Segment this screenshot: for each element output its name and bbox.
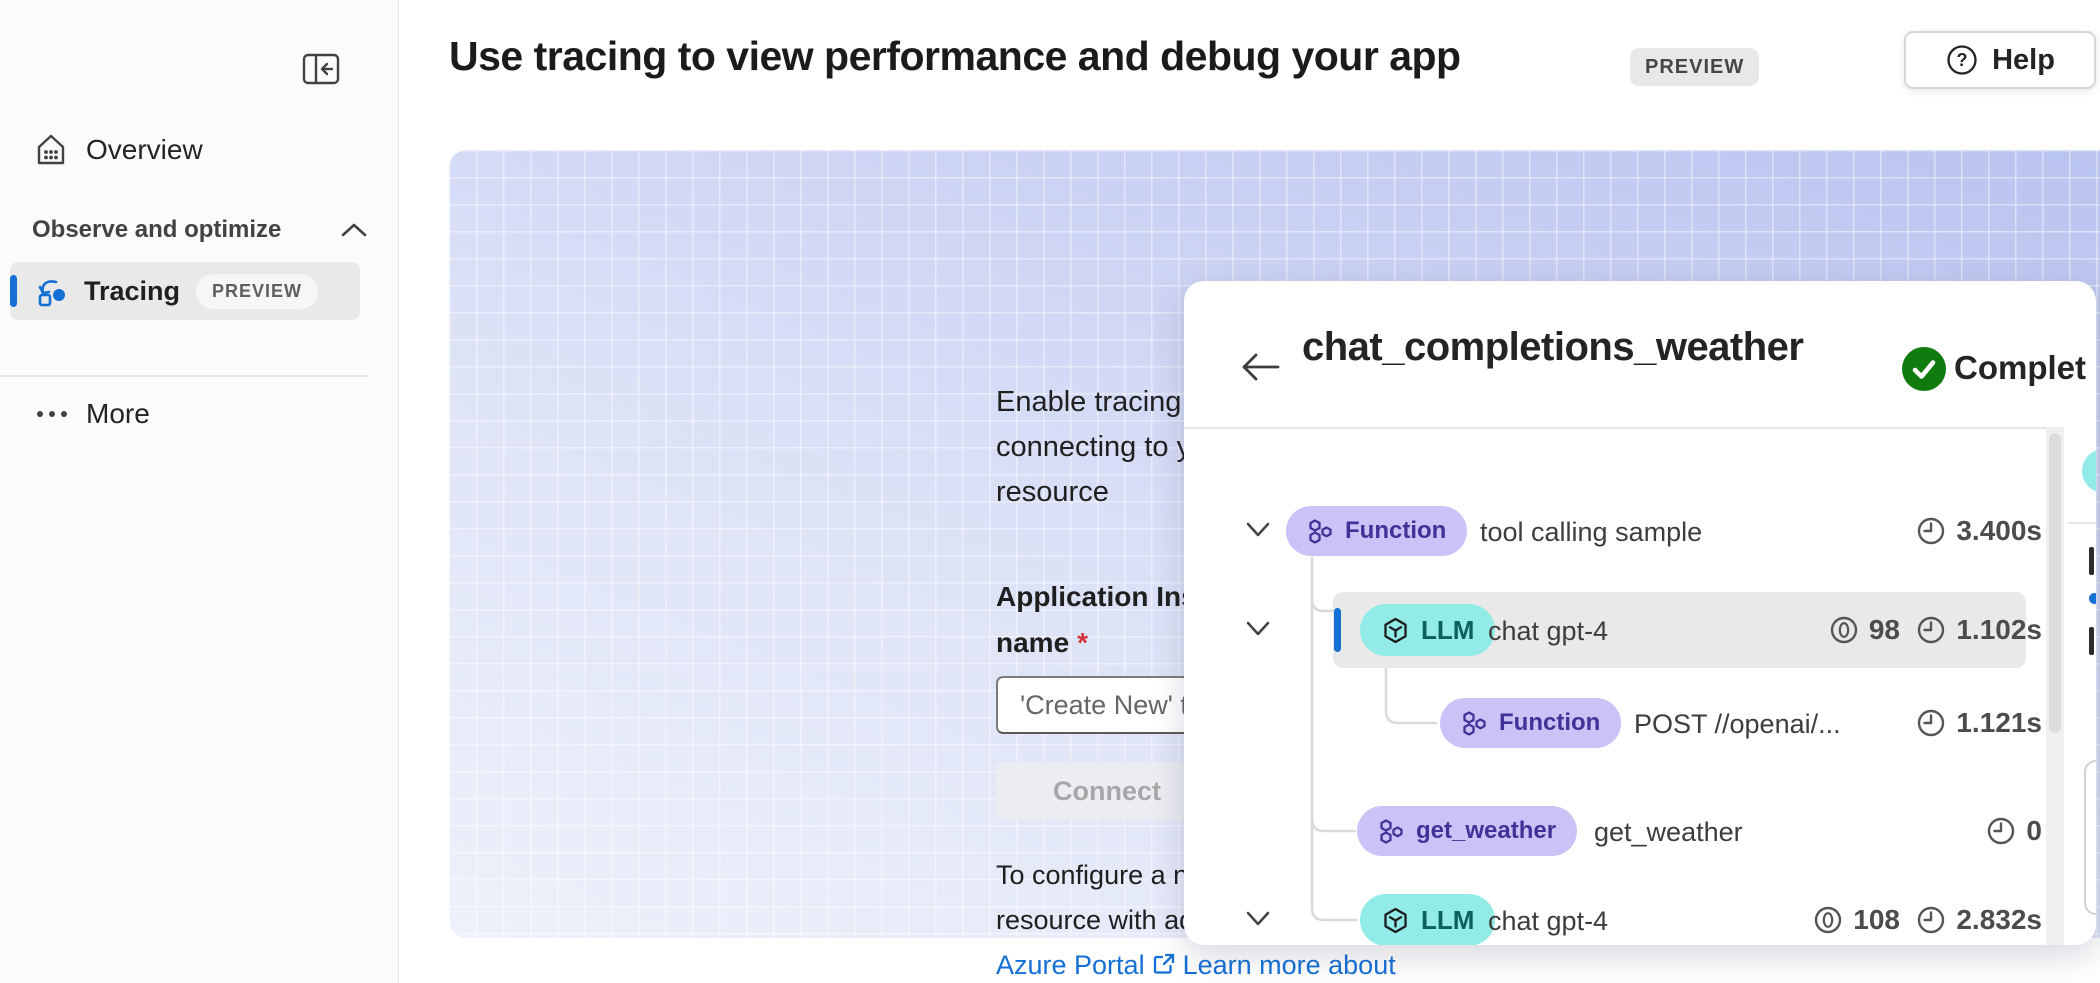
chevron-down-icon[interactable]: [1244, 909, 1272, 929]
external-link-icon: [1151, 951, 1177, 977]
question-icon: ?: [1945, 43, 1979, 77]
panel-collapse-icon: [302, 53, 340, 85]
span-badge-get-weather[interactable]: get_weather: [1357, 806, 1578, 856]
span-badge-llm[interactable]: LLM: [1360, 894, 1496, 945]
home-icon: [32, 131, 70, 169]
card-header-divider: [1184, 427, 2046, 429]
function-nodes-icon: [1461, 710, 1488, 737]
svg-text:?: ?: [1957, 50, 1968, 70]
span-name: POST //openai/...: [1634, 709, 1841, 739]
sidebar-item-label: More: [86, 398, 150, 429]
badge-label: Function: [1499, 709, 1601, 736]
chevron-down-icon[interactable]: [1244, 520, 1272, 540]
tokens-metric: 108: [1813, 904, 1900, 936]
connect-button[interactable]: Connect: [996, 762, 1218, 820]
span-name: get_weather: [1594, 817, 1743, 847]
duration-value: 1.121s: [1956, 707, 2042, 738]
trace-viewer-card: chat_completions_weather Completed: [1184, 281, 2096, 945]
duration-value: 1.102s: [1956, 614, 2042, 645]
badge-label: Function: [1345, 517, 1447, 544]
sidebar-item-label: Tracing: [84, 275, 181, 306]
preview-badge: PREVIEW: [196, 273, 319, 309]
sidebar-item-more[interactable]: More: [34, 392, 150, 436]
trace-title: chat_completions_weather: [1302, 325, 1804, 369]
detail-pane-box-fragment: [2084, 760, 2096, 915]
tree-scrollbar[interactable]: [2046, 427, 2064, 945]
sidebar-item-tracing[interactable]: Tracing PREVIEW: [10, 262, 360, 320]
tracing-icon: [32, 272, 70, 310]
back-arrow-icon[interactable]: [1238, 349, 1282, 385]
scrollbar-thumb[interactable]: [2049, 433, 2061, 733]
tokens-metric: 98: [1829, 614, 1900, 646]
duration-value: 3.400s: [1956, 515, 2042, 546]
chevron-down-icon[interactable]: [1244, 619, 1272, 639]
clock-icon: [1916, 905, 1946, 935]
duration-metric: 1.121s: [1916, 707, 2042, 739]
status-badge: Completed: [1954, 349, 2086, 386]
tokens-value: 98: [1868, 614, 1900, 645]
duration-metric: 1.102s: [1916, 614, 2042, 646]
duration-metric: 3.400s: [1916, 515, 2042, 547]
cube-icon: [1381, 906, 1410, 935]
span-name: tool calling sample: [1480, 517, 1703, 547]
detail-pane-text-fragment: [2089, 627, 2094, 655]
sidebar-divider: [0, 375, 368, 377]
chevron-up-icon: [340, 221, 368, 239]
badge-label: get_weather: [1416, 817, 1557, 844]
selection-indicator: [1334, 608, 1341, 652]
detail-pane-divider: [2068, 522, 2096, 524]
span-badge-llm[interactable]: LLM: [1360, 604, 1496, 656]
sidebar-item-label: Overview: [86, 134, 203, 165]
sidebar: Overview Observe and optimize Tracing: [0, 0, 399, 983]
tokens-icon: [1829, 615, 1859, 645]
span-badge-function[interactable]: Function: [1440, 698, 1622, 748]
help-label: Help: [1992, 43, 2055, 76]
required-asterisk: *: [1077, 627, 1089, 658]
span-name: chat gpt-4: [1488, 616, 1609, 646]
ellipsis-icon: [34, 408, 70, 420]
page-preview-badge: PREVIEW: [1630, 48, 1760, 86]
tokens-value: 108: [1853, 904, 1900, 935]
sidebar-item-overview[interactable]: Overview: [32, 126, 203, 174]
cube-icon: [1381, 616, 1410, 645]
clock-icon: [1916, 516, 1946, 546]
sidebar-section-observe-optimize[interactable]: Observe and optimize: [32, 210, 368, 250]
check-circle-icon: [1901, 346, 1947, 392]
duration-value: 2.832s: [1956, 904, 2042, 935]
detail-pane-blue-dot: [2089, 593, 2096, 604]
detail-pane-llm-badge-fragment: [2082, 449, 2096, 493]
function-nodes-icon: [1307, 518, 1334, 545]
clock-icon: [1916, 708, 1946, 738]
duration-value: 0: [2026, 815, 2042, 846]
selection-indicator: [10, 275, 17, 307]
learn-more-link[interactable]: Learn more about Application Insights: [1182, 950, 1396, 980]
span-name: chat gpt-4: [1488, 906, 1609, 936]
detail-pane-text-fragment: [2089, 547, 2094, 575]
badge-label: LLM: [1421, 614, 1475, 645]
badge-label: LLM: [1421, 904, 1475, 935]
clock-icon: [1916, 615, 1946, 645]
section-label: Observe and optimize: [32, 216, 282, 243]
duration-metric: 2.832s: [1916, 904, 2042, 936]
span-badge-function[interactable]: Function: [1286, 506, 1468, 556]
clock-icon: [1986, 816, 2016, 846]
page-title: Use tracing to view performance and debu…: [449, 33, 1461, 79]
sidebar-collapse-button[interactable]: [300, 50, 342, 88]
help-button[interactable]: ? Help: [1904, 31, 2096, 89]
tokens-icon: [1813, 905, 1843, 935]
function-nodes-icon: [1378, 818, 1405, 845]
duration-metric: 0: [1986, 815, 2042, 847]
